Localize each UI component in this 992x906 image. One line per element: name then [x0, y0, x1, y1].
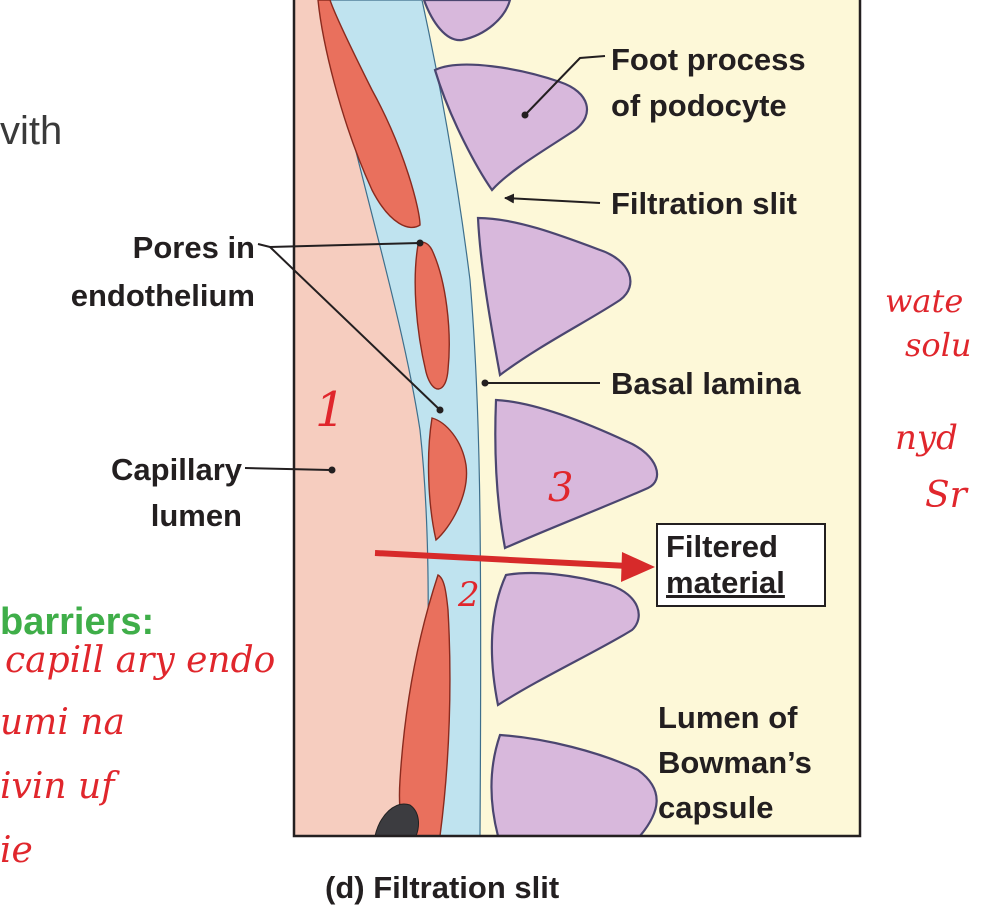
label-bowman-line1: Lumen of — [658, 700, 798, 735]
handwritten-number-1: 1 — [315, 382, 346, 438]
handwritten-number-2: 2 — [458, 575, 480, 615]
foot-process — [490, 733, 658, 836]
filtered-material-box: Filtered material — [656, 523, 826, 607]
foot-process — [433, 63, 588, 192]
figure-caption: (d) Filtration slit — [325, 870, 560, 905]
illustration-frame — [292, 0, 862, 838]
endothelial-cell — [414, 241, 450, 390]
capillary-lumen — [294, 0, 429, 836]
endothelial-cell — [398, 574, 451, 836]
leader-capillary-lumen — [244, 467, 331, 471]
pointer-dot-pores-1 — [416, 239, 424, 247]
label-filtered-line2: material — [666, 565, 785, 600]
endothelial-cells — [317, 0, 468, 836]
pointer-dot-basal — [481, 379, 489, 387]
foot-process — [422, 0, 512, 42]
handwritten-note-right4: Sr — [925, 475, 967, 516]
label-bowman-line3: capsule — [658, 790, 774, 825]
handwritten-note-right2: solu — [905, 326, 972, 364]
label-pores-line1: Pores in — [132, 230, 255, 265]
label-capillary-line2: lumen — [150, 498, 242, 533]
label-filtration-slit: Filtration slit — [611, 186, 797, 221]
pointer-dot-pores-2 — [436, 406, 444, 414]
pointer-dot-capillary — [328, 466, 336, 474]
filtration-slit-illustration — [244, 0, 862, 838]
filtration-path-arrow-shaft — [374, 550, 629, 569]
handwritten-number-3: 3 — [548, 465, 574, 511]
handwritten-note-right3: nyd — [895, 418, 958, 458]
filtration-path-arrow-head — [621, 552, 655, 582]
leader-foot-process — [524, 55, 606, 116]
label-filtered-line1: Filtered — [666, 529, 778, 564]
label-foot-process-line2: of podocyte — [611, 88, 787, 123]
foot-process — [490, 571, 640, 707]
nucleus — [374, 803, 419, 836]
barriers-heading: barriers: — [0, 601, 155, 643]
label-foot-process-line1: Foot process — [611, 42, 806, 77]
foot-process — [476, 216, 632, 377]
text-fragment-with: vith — [0, 109, 63, 153]
foot-process — [494, 398, 659, 550]
handwritten-note-line3: ivin uf — [0, 766, 115, 807]
handwritten-note-line4: ie — [0, 830, 33, 871]
endothelial-cell — [317, 0, 421, 229]
pointer-dot-foot — [521, 111, 529, 119]
handwritten-note-line1: capill ary endo — [5, 640, 276, 681]
leader-filtration-slit — [504, 193, 601, 204]
label-bowman-line2: Bowman’s — [658, 745, 812, 780]
label-pores-line2: endothelium — [70, 278, 255, 313]
label-capillary-line1: Capillary — [111, 452, 242, 487]
handwritten-note-right1: wate — [885, 282, 964, 320]
handwritten-note-line2: umi na — [0, 702, 125, 743]
endothelial-cell — [427, 417, 468, 542]
diagram-stage: vith barriers: — [0, 0, 972, 905]
label-basal-lamina: Basal lamina — [611, 366, 801, 401]
leader-pores-lower — [269, 246, 441, 411]
podocyte-foot-processes — [422, 0, 659, 836]
